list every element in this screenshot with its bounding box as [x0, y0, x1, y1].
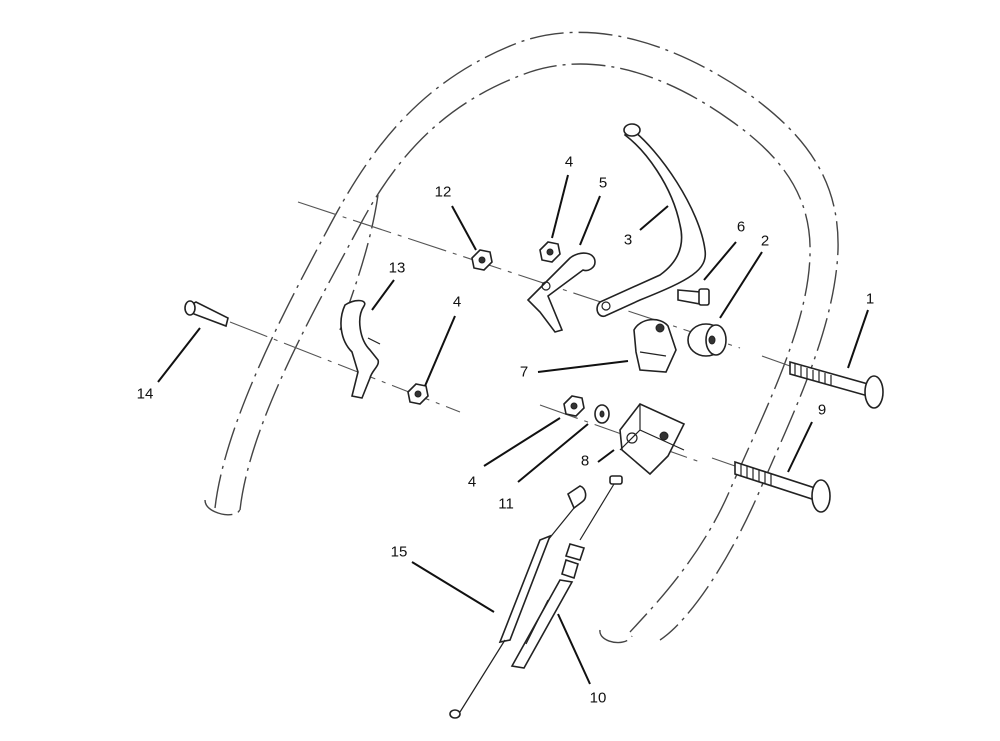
part-6-bolt — [677, 288, 710, 306]
leader-14 — [157, 327, 201, 383]
callout-11: 11 — [498, 495, 514, 513]
leader-4a — [551, 174, 569, 239]
leader-9 — [787, 421, 813, 473]
leader-1 — [847, 309, 869, 369]
part-2-spacer — [687, 323, 727, 357]
leader-3 — [639, 205, 669, 231]
part-5-plate — [526, 252, 596, 333]
callout-14: 14 — [136, 385, 154, 403]
part-12-nut — [471, 249, 493, 271]
part-15-cable — [449, 485, 587, 719]
callout-7: 7 — [519, 363, 529, 381]
part-3-lever — [596, 123, 707, 318]
part-14-pin — [184, 300, 229, 328]
part-13-clip — [340, 299, 381, 399]
leader-8 — [597, 449, 615, 463]
leader-10 — [557, 613, 591, 685]
part-1-bolt — [789, 360, 884, 409]
leader-2 — [719, 251, 763, 319]
callout-13: 13 — [388, 259, 406, 277]
leader-lines — [157, 174, 869, 685]
callout-12: 12 — [434, 183, 452, 201]
callout-4-bottom: 4 — [467, 473, 477, 491]
part-4-nut-b — [407, 383, 429, 405]
leader-6 — [703, 241, 737, 281]
leader-4b — [424, 315, 456, 387]
callout-10: 10 — [589, 689, 607, 707]
leader-4c — [483, 417, 561, 467]
callout-15: 15 — [390, 543, 408, 561]
callout-3: 3 — [623, 231, 633, 249]
callout-2: 2 — [760, 232, 770, 250]
part-11-washer — [594, 404, 610, 424]
callout-6: 6 — [736, 218, 746, 236]
leader-15 — [411, 561, 495, 613]
part-7-cam — [633, 318, 677, 373]
callout-5: 5 — [598, 174, 608, 192]
leader-13 — [371, 279, 395, 311]
part-8-bracket — [619, 403, 686, 476]
callout-1: 1 — [865, 290, 875, 308]
leader-12 — [451, 205, 477, 251]
leader-7 — [537, 360, 629, 373]
callout-4-top: 4 — [564, 153, 574, 171]
part-10-cable — [510, 475, 623, 669]
part-4-nut-c — [563, 395, 585, 417]
callout-4-left: 4 — [452, 293, 462, 311]
callout-9: 9 — [817, 401, 827, 419]
part-9-bolt — [734, 460, 831, 513]
leader-11 — [517, 423, 589, 483]
leader-5 — [579, 195, 601, 246]
callout-8: 8 — [580, 452, 590, 470]
part-4-nut-a — [539, 241, 561, 263]
handle-frame — [204, 31, 839, 644]
